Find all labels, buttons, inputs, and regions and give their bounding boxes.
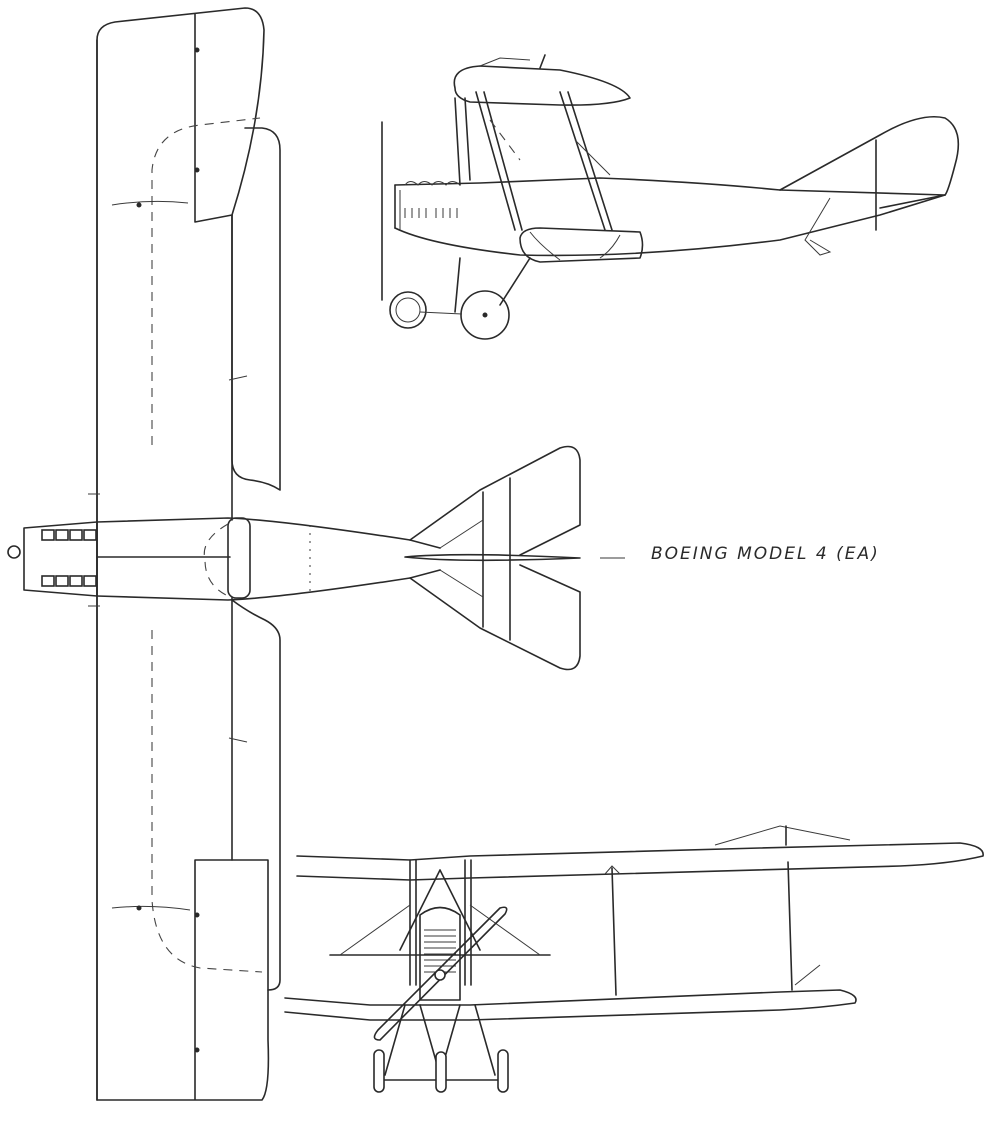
drawing-title: BOEING MODEL 4 (EA): [651, 544, 880, 564]
side-view: [381, 54, 960, 340]
front-view: [284, 825, 984, 1093]
propeller-hub-icon: [7, 545, 21, 559]
propeller-icon: [373, 906, 508, 1041]
radiator-grille: [424, 929, 456, 973]
plan-view: [7, 7, 625, 1101]
exhaust-stacks: [404, 208, 458, 218]
engine-cylinders: [41, 529, 97, 587]
